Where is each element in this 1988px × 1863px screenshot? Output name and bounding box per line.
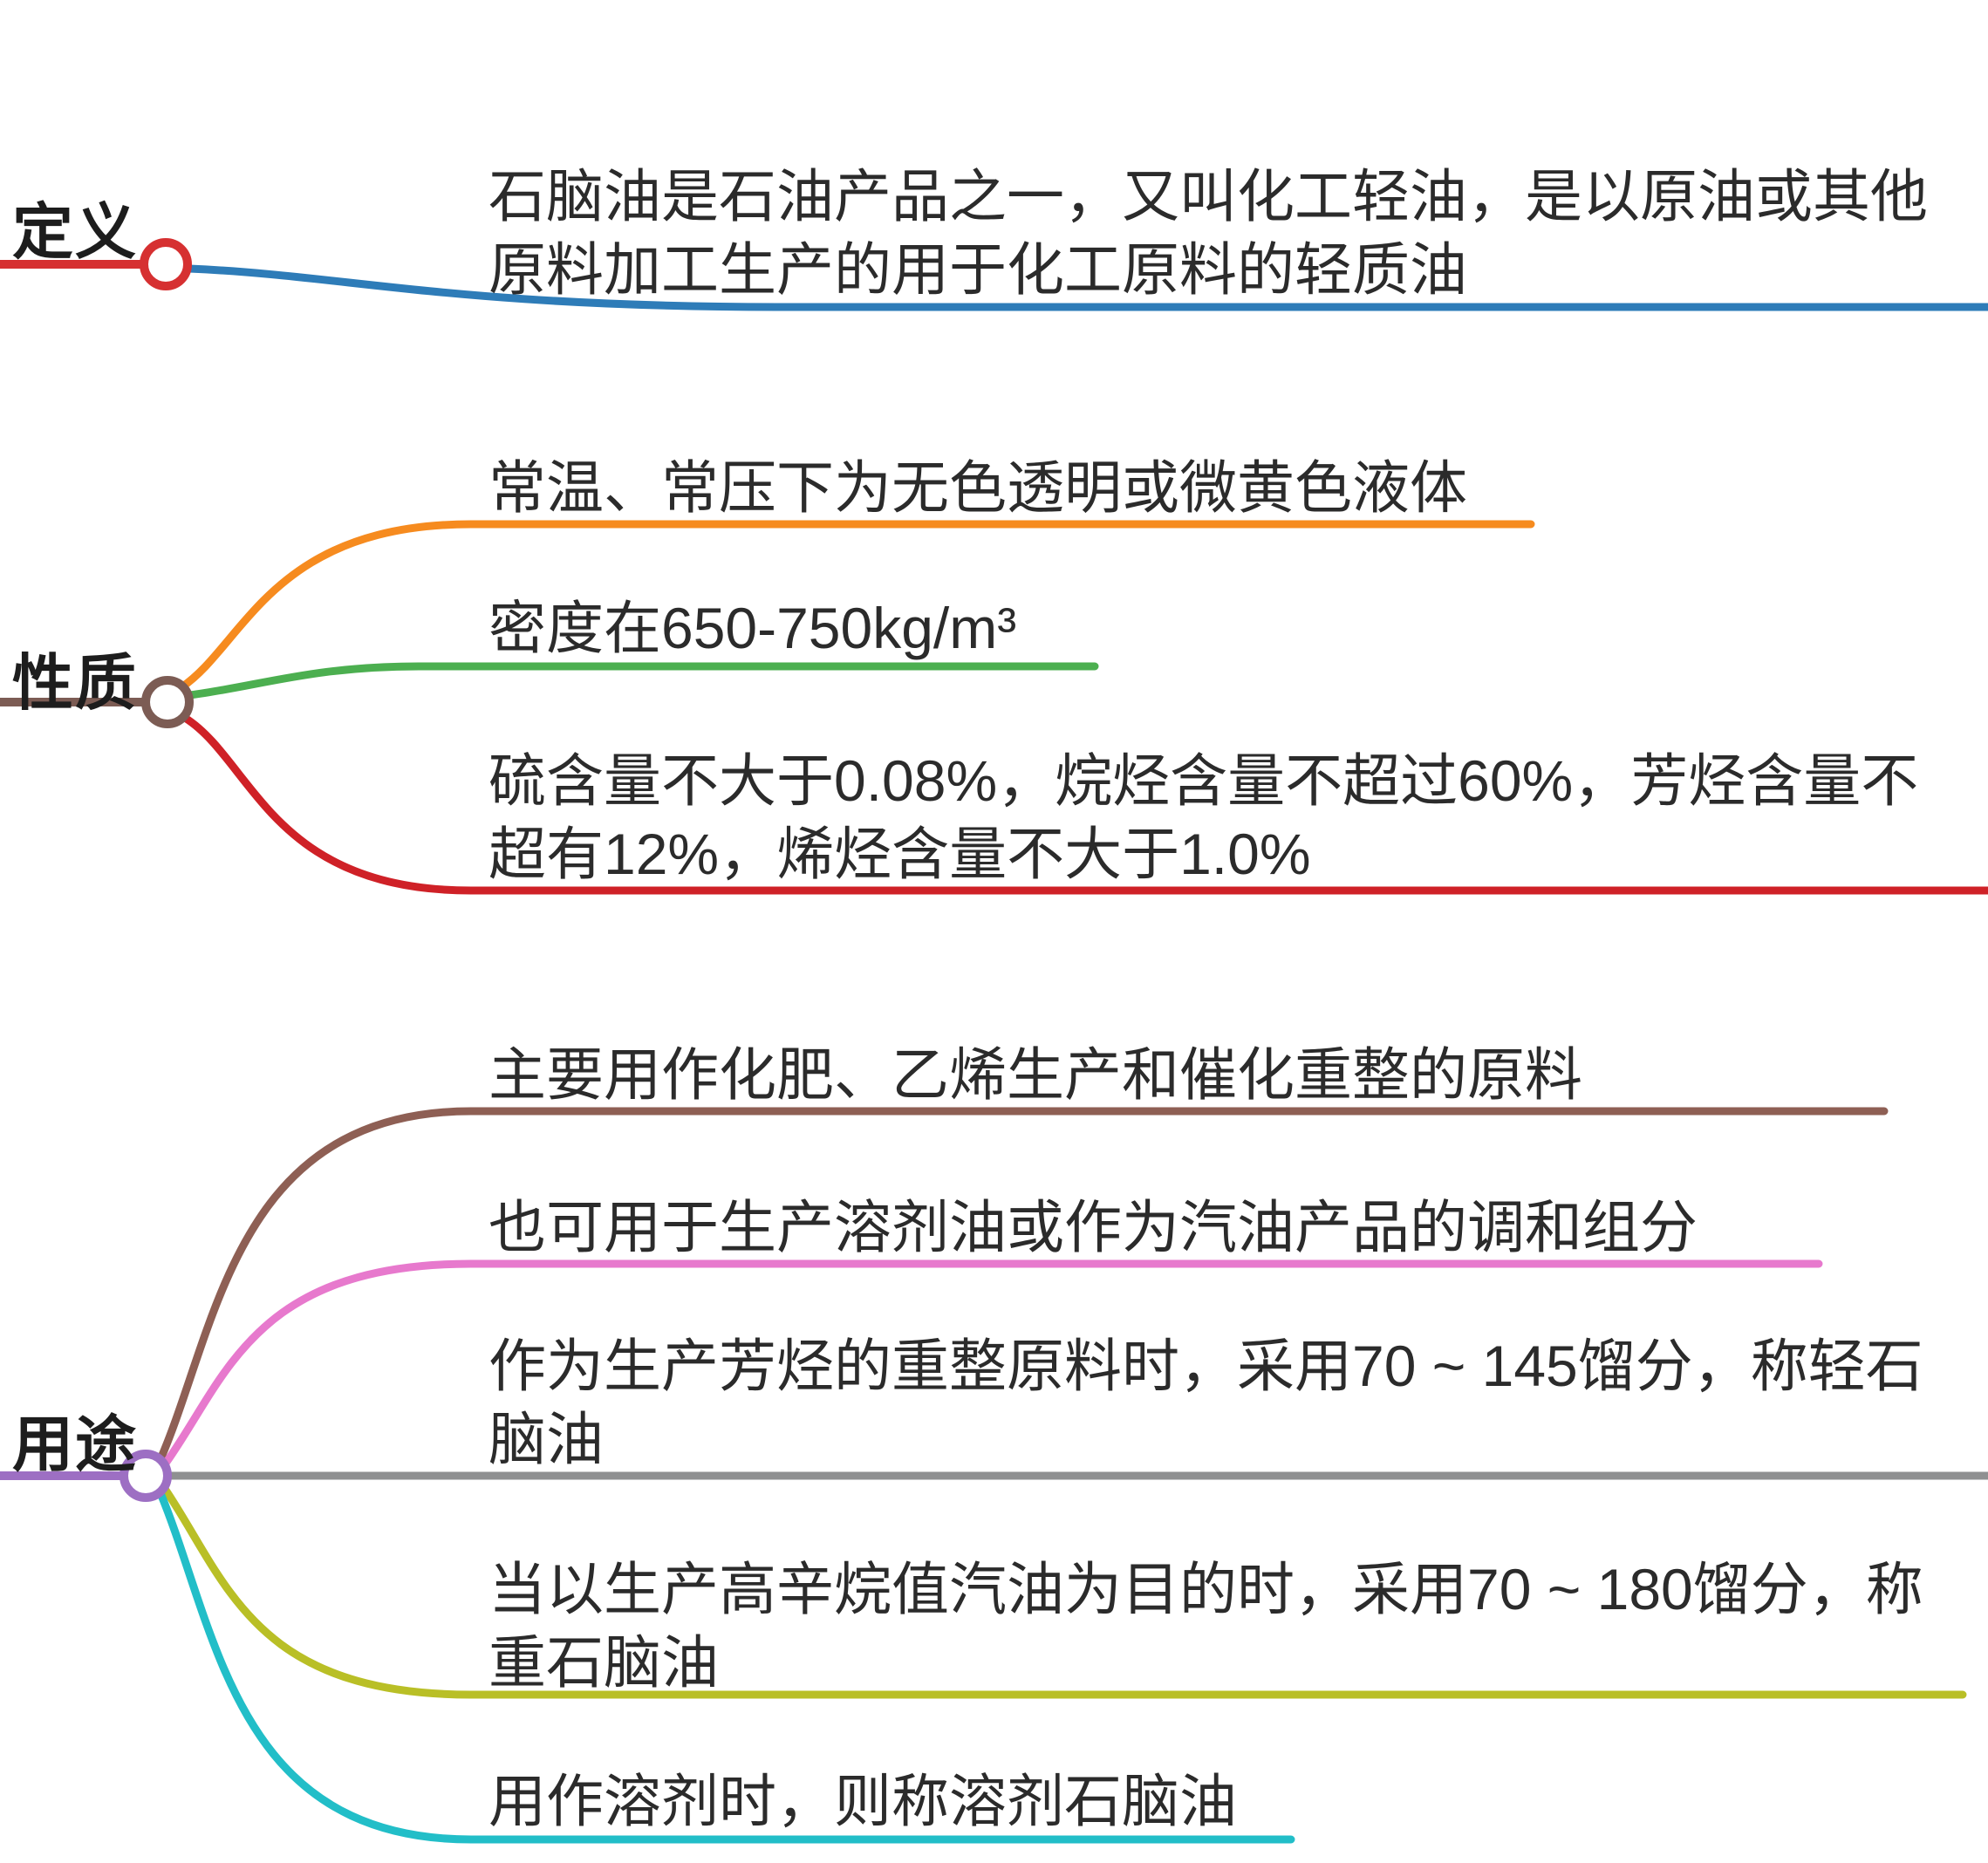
node-label-properties[interactable]: 性质	[12, 649, 138, 717]
topic-uses-light-naphtha-line-1: 作为生产芳烃的重整原料时，采用70 ~ 145馏分，称轻石	[488, 1334, 1923, 1398]
branch-connector-uses-brown	[156, 1107, 1889, 1464]
topic-definition-line-2: 原料加工生产的用于化工原料的轻质油	[488, 237, 1467, 302]
topic-uses-solvent-naphtha[interactable]: 用作溶剂时，则称溶剂石脑油	[488, 1764, 1237, 1838]
topic-uses-solvent-naphtha-line-1: 用作溶剂时，则称溶剂石脑油	[488, 1769, 1237, 1833]
branch-connector-uses-olive	[161, 1484, 1967, 1699]
topic-definition-line-1: 石脑油是石油产品之一，又叫化工轻油，是以原油或其他	[488, 164, 1928, 229]
branch-connector-properties-green	[186, 662, 1099, 699]
topic-properties-appearance[interactable]: 常温、常压下为无色透明或微黄色液体	[488, 451, 1467, 524]
topic-uses-heavy-naphtha[interactable]: 当以生产高辛烷值汽油为目的时，采用70 ~ 180馏分，称 重石脑油	[488, 1552, 1923, 1699]
node-circle-uses[interactable]	[120, 1450, 172, 1502]
topic-uses-heavy-naphtha-line-1: 当以生产高辛烷值汽油为目的时，采用70 ~ 180馏分，称	[488, 1557, 1923, 1621]
branch-connector-definition-blue	[185, 264, 1988, 311]
branch-connector-uses-cyan	[156, 1489, 1295, 1844]
topic-uses-light-naphtha-line-2: 脑油	[488, 1407, 604, 1471]
topic-uses-heavy-naphtha-line-2: 重石脑油	[488, 1630, 719, 1695]
node-circle-properties[interactable]	[141, 676, 194, 728]
topic-uses-light-naphtha[interactable]: 作为生产芳烃的重整原料时，采用70 ~ 145馏分，称轻石 脑油	[488, 1329, 1923, 1476]
branch-connector-properties-red	[181, 713, 1988, 895]
branch-connector-uses-pink	[161, 1259, 1823, 1469]
topic-properties-composition-line-1: 硫含量不大于0.08%，烷烃含量不超过60%，芳烃含量不	[488, 748, 1919, 813]
node-circle-definition[interactable]	[140, 238, 192, 290]
topic-uses-solvent-oil[interactable]: 也可用于生产溶剂油或作为汽油产品的调和组分	[488, 1191, 1698, 1264]
topic-uses-main-line-1: 主要用作化肥、乙烯生产和催化重整的原料	[488, 1042, 1582, 1107]
topic-uses-solvent-oil-line-1: 也可用于生产溶剂油或作为汽油产品的调和组分	[488, 1195, 1698, 1259]
topic-properties-composition-line-2: 超有12%，烯烃含量不大于1.0%	[488, 822, 1311, 886]
node-label-uses[interactable]: 用途	[12, 1410, 138, 1478]
topic-properties-density[interactable]: 密度在650-750kg/m³	[488, 591, 1016, 665]
topic-definition[interactable]: 石脑油是石油产品之一，又叫化工轻油，是以原油或其他 原料加工生产的用于化工原料的…	[488, 160, 1928, 306]
branch-connector-properties-orange	[177, 520, 1535, 692]
topic-properties-composition[interactable]: 硫含量不大于0.08%，烷烃含量不超过60%，芳烃含量不 超有12%，烯烃含量不…	[488, 744, 1918, 891]
node-label-definition[interactable]: 定义	[12, 198, 138, 266]
topic-properties-density-line-1: 密度在650-750kg/m³	[488, 596, 1017, 660]
topic-properties-appearance-line-1: 常温、常压下为无色透明或微黄色液体	[488, 455, 1467, 520]
topic-uses-main[interactable]: 主要用作化肥、乙烯生产和催化重整的原料	[488, 1038, 1582, 1111]
